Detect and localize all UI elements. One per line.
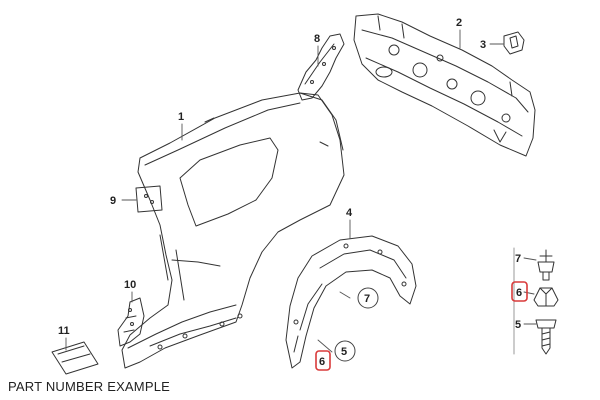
callout-7a: 7	[364, 293, 370, 305]
side-panel-part	[121, 92, 345, 369]
highlight-box-6b	[511, 281, 528, 302]
clip-part	[503, 31, 525, 55]
pin-clip-part	[537, 249, 555, 281]
callout-6b: 6	[516, 287, 522, 299]
reinforcement-part	[117, 297, 145, 347]
callout-3: 3	[480, 39, 486, 51]
bracket-part	[297, 33, 345, 101]
leader-5a	[317, 339, 333, 353]
callout-8: 8	[314, 33, 320, 45]
callout-4: 4	[346, 207, 353, 219]
expanding-nut-part	[533, 287, 559, 307]
screw-part	[535, 319, 557, 355]
leader-6b	[523, 291, 535, 295]
callout-1: 1	[178, 111, 184, 123]
callout-5b: 5	[515, 319, 521, 331]
leader-7b	[523, 257, 537, 261]
callout-2: 2	[456, 17, 462, 29]
callout-circle-7	[357, 287, 379, 309]
leader-lines	[65, 29, 537, 353]
callout-9: 9	[110, 195, 116, 207]
callout-10: 10	[124, 279, 136, 291]
rear-panel-part	[353, 13, 536, 157]
callout-11: 11	[58, 325, 70, 337]
callout-circle-5	[334, 340, 356, 362]
callout-7b: 7	[515, 253, 521, 265]
highlight-box-6a	[315, 350, 331, 371]
caption-label: PART NUMBER EXAMPLE	[8, 379, 171, 394]
callout-5a: 5	[341, 346, 347, 358]
callout-6a: 6	[319, 356, 325, 368]
patch-part	[51, 341, 99, 375]
leader-7a	[339, 291, 351, 299]
wheel-arch-liner-part	[285, 235, 417, 369]
plate-part-9	[135, 185, 163, 213]
